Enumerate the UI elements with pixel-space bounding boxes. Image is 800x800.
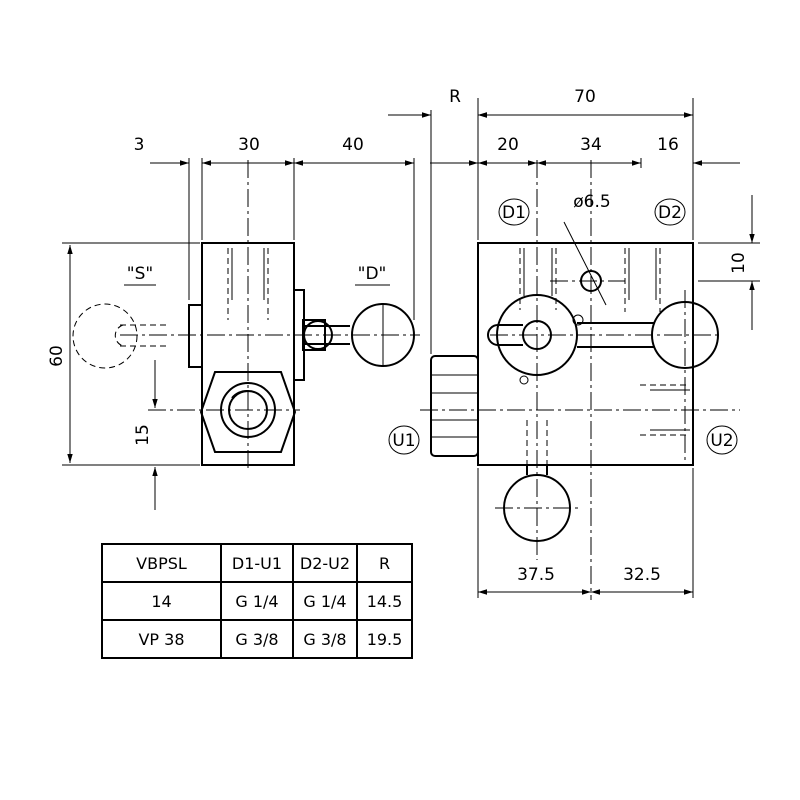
front-view-body	[477, 242, 694, 466]
port-d1-label: D1	[502, 203, 526, 223]
table-cell: G 3/8	[292, 619, 358, 659]
port-d2-label: D2	[658, 203, 682, 223]
side-view	[62, 158, 420, 510]
dim-34: 34	[580, 135, 602, 155]
port-d2-marker	[654, 198, 686, 226]
table-row: 14 G 1/4 G 1/4 14.5	[101, 581, 413, 621]
port-d1-marker	[498, 198, 530, 226]
table-cell: 19.5	[356, 619, 413, 659]
table-header-cell: D2-U2	[292, 543, 358, 583]
dim-16: 16	[657, 135, 679, 155]
table-cell: VP 38	[101, 619, 222, 659]
table-cell: G 1/4	[292, 581, 358, 621]
table-cell: 14	[101, 581, 222, 621]
port-u2-marker	[706, 425, 738, 455]
table-cell: 14.5	[356, 581, 413, 621]
dim-70: 70	[574, 87, 596, 107]
table-header-cell: VBPSL	[101, 543, 222, 583]
table-cell: G 1/4	[220, 581, 294, 621]
hex-nut	[199, 371, 297, 453]
dim-3: 3	[134, 135, 145, 155]
table-header-cell: D1-U1	[220, 543, 294, 583]
port-s-label: "S"	[127, 264, 153, 284]
port-s-ghost-knob	[72, 303, 138, 369]
table-header-cell: R	[356, 543, 413, 583]
dim-60: 60	[47, 345, 67, 367]
dim-30: 30	[238, 135, 260, 155]
port-u1-marker	[388, 425, 420, 455]
dim-r: R	[449, 87, 461, 107]
spec-table: VBPSL D1-U1 D2-U2 R 14 G 1/4 G 1/4 14.5 …	[101, 543, 413, 659]
table-row: VP 38 G 3/8 G 3/8 19.5	[101, 619, 413, 659]
dim-40: 40	[342, 135, 364, 155]
dim-37-5: 37.5	[517, 565, 555, 585]
front-view	[388, 98, 760, 600]
port-d-label: "D"	[358, 264, 387, 284]
dim-32-5: 32.5	[623, 565, 661, 585]
port-u2-label: U2	[710, 431, 733, 451]
table-header-row: VBPSL D1-U1 D2-U2 R	[101, 543, 413, 583]
dim-15: 15	[133, 424, 153, 446]
u1-fitting	[430, 355, 479, 457]
port-u1-label: U1	[392, 431, 415, 451]
dim-10: 10	[729, 252, 749, 274]
dim-20: 20	[497, 135, 519, 155]
hole-dia-label: ø6.5	[573, 192, 610, 212]
table-cell: G 3/8	[220, 619, 294, 659]
